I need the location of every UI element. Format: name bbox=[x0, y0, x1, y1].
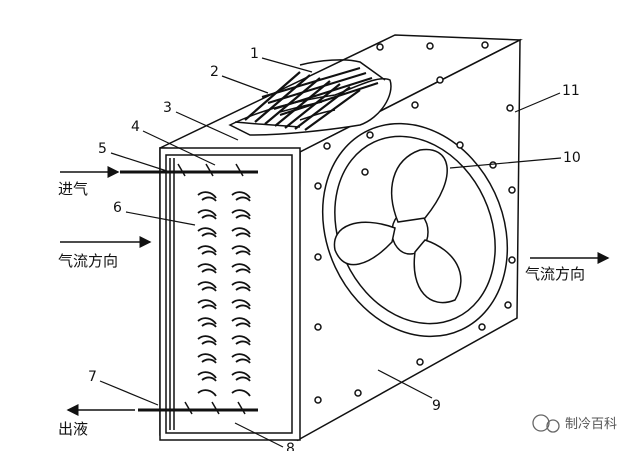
callout-2: 2 bbox=[210, 64, 219, 80]
label-airflow-out: 气流方向 bbox=[525, 265, 585, 283]
fan-blade bbox=[333, 221, 396, 266]
fan bbox=[321, 122, 509, 338]
callout-8: 8 bbox=[286, 441, 295, 451]
fan-shroud-outer bbox=[321, 122, 509, 338]
watermark-text: 制冷百科 bbox=[565, 417, 617, 432]
callout-5: 5 bbox=[98, 141, 107, 157]
fan-blade bbox=[390, 148, 448, 223]
callout-6: 6 bbox=[113, 200, 122, 216]
callout-10: 10 bbox=[563, 150, 581, 166]
leader-lines bbox=[99, 57, 562, 448]
top-motor-assembly bbox=[228, 59, 392, 136]
watermark: 制冷百科 bbox=[532, 414, 617, 433]
callout-9: 9 bbox=[432, 398, 441, 414]
coil-tubes bbox=[197, 191, 251, 397]
fan-blade bbox=[413, 239, 462, 304]
callout-3: 3 bbox=[163, 100, 172, 116]
coil-frame bbox=[159, 147, 301, 441]
label-inlet-gas: 进气 bbox=[58, 180, 88, 198]
callout-1: 1 bbox=[250, 46, 259, 62]
callout-numbers: 1 2 3 4 5 6 7 8 9 10 11 bbox=[88, 46, 581, 456]
callout-11: 11 bbox=[562, 83, 580, 99]
callout-4: 4 bbox=[131, 119, 140, 135]
rivet-holes bbox=[314, 41, 516, 404]
label-airflow-in: 气流方向 bbox=[58, 252, 118, 270]
callout-7: 7 bbox=[88, 369, 97, 385]
label-liquid-out: 出液 bbox=[58, 420, 88, 438]
watermark-icon bbox=[532, 414, 560, 433]
